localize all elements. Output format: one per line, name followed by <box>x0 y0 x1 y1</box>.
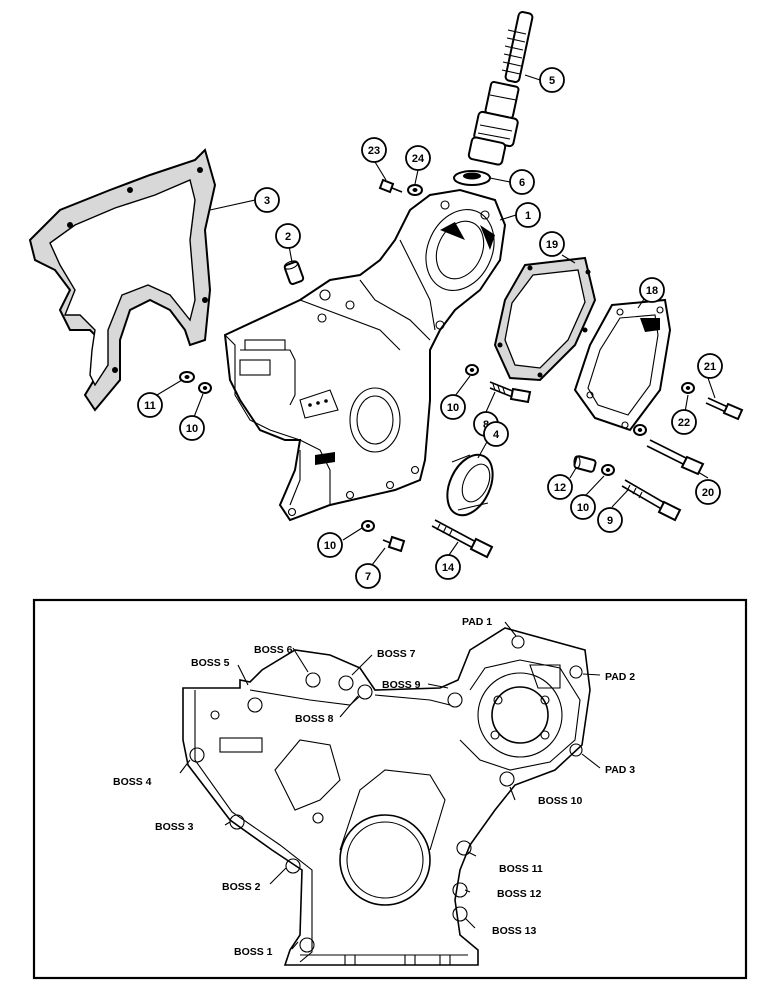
callout-6: 6 <box>509 169 535 195</box>
label-boss-10: BOSS 10 <box>538 795 583 807</box>
callout-19: 19 <box>539 231 565 257</box>
callout-23-text: 23 <box>368 145 380 157</box>
callout-3-text: 3 <box>264 195 270 207</box>
callout-3: 3 <box>254 187 280 213</box>
callout-10-right-text: 10 <box>577 502 589 514</box>
callout-4: 4 <box>483 421 509 447</box>
callout-5-text: 5 <box>549 75 555 87</box>
callout-1-text: 1 <box>525 210 531 222</box>
pump-bore <box>491 686 549 744</box>
callout-4-text: 4 <box>493 429 500 441</box>
nut-22 <box>633 382 695 436</box>
label-boss-6: BOSS 6 <box>254 644 293 656</box>
crank-bore <box>339 814 431 906</box>
callout-2: 2 <box>275 223 301 249</box>
callout-6-text: 6 <box>519 177 525 189</box>
boss-pad-location-view: BOSS 1 BOSS 2 BOSS 3 BOSS 4 BOSS 5 BOSS … <box>32 598 748 980</box>
callout-11: 11 <box>137 392 163 418</box>
callout-18: 18 <box>639 277 665 303</box>
callout-12: 12 <box>547 474 573 500</box>
label-boss-8: BOSS 8 <box>295 713 334 725</box>
dowel-12 <box>573 455 597 473</box>
oil-seal <box>446 453 494 517</box>
callout-21-text: 21 <box>704 361 716 373</box>
label-pad-3: PAD 3 <box>605 764 635 776</box>
label-boss-3: BOSS 3 <box>155 821 194 833</box>
callout-10-right: 10 <box>570 494 596 520</box>
callout-9-text: 9 <box>607 515 613 527</box>
washer-10-middle <box>465 364 479 376</box>
bolt-23 <box>378 178 403 194</box>
label-pad-1: PAD 1 <box>462 616 492 628</box>
callout-10-middle: 10 <box>440 394 466 420</box>
callout-19-text: 19 <box>546 239 558 251</box>
callout-10-left: 10 <box>179 415 205 441</box>
label-boss-7: BOSS 7 <box>377 648 416 660</box>
sender-unit <box>467 11 534 166</box>
callout-20: 20 <box>695 479 721 505</box>
cover-outline <box>182 627 591 966</box>
front-cover-gasket <box>28 148 217 412</box>
label-boss-13: BOSS 13 <box>492 925 537 937</box>
washer-10-bottom <box>361 520 375 532</box>
bolt-8 <box>489 381 532 404</box>
label-boss-5: BOSS 5 <box>191 657 230 669</box>
callout-5: 5 <box>539 67 565 93</box>
bolt-14 <box>431 519 494 559</box>
callout-23: 23 <box>361 137 387 163</box>
callout-20-text: 20 <box>702 487 714 499</box>
callout-1: 1 <box>515 202 541 228</box>
dowel-pin <box>283 260 305 285</box>
callout-10-bottom-text: 10 <box>324 540 336 552</box>
callout-10-left-text: 10 <box>186 423 198 435</box>
pump-gasket <box>493 256 597 382</box>
callout-18-text: 18 <box>646 285 658 297</box>
label-boss-11: BOSS 11 <box>499 863 543 875</box>
label-boss-12: BOSS 12 <box>497 888 542 900</box>
label-boss-2: BOSS 2 <box>222 881 261 893</box>
callout-2-text: 2 <box>285 231 291 243</box>
bolt-7 <box>382 535 406 553</box>
callout-21: 21 <box>697 353 723 379</box>
nut-11 <box>179 371 195 383</box>
exploded-view: 5 6 1 23 24 2 3 19 18 11 10 10 8 4 10 7 … <box>28 11 744 589</box>
label-boss-9: BOSS 9 <box>382 679 421 691</box>
cover-plate <box>573 298 672 432</box>
washer-10-right <box>601 464 615 476</box>
timing-cover <box>223 188 507 522</box>
bolt-21 <box>705 397 744 421</box>
callout-8-text: 8 <box>483 419 489 431</box>
sealing-washer <box>453 170 491 186</box>
bolt-20 <box>646 439 705 476</box>
callout-14: 14 <box>435 554 461 580</box>
nut-24 <box>407 184 423 196</box>
callout-7-text: 7 <box>365 571 371 583</box>
callout-22-text: 22 <box>678 417 690 429</box>
callout-7: 7 <box>355 563 381 589</box>
callout-9: 9 <box>597 507 623 533</box>
callout-14-text: 14 <box>442 562 455 574</box>
bolt-9 <box>621 479 682 522</box>
label-boss-1: BOSS 1 <box>234 946 273 958</box>
washer-10-left <box>198 382 212 394</box>
callout-24: 24 <box>405 145 431 171</box>
callout-24-text: 24 <box>412 153 425 165</box>
label-boss-4: BOSS 4 <box>113 776 152 788</box>
detail-frame <box>32 598 748 980</box>
callout-22: 22 <box>671 409 697 435</box>
label-pad-2: PAD 2 <box>605 671 635 683</box>
callout-10-middle-text: 10 <box>447 402 459 414</box>
callout-10-bottom: 10 <box>317 532 343 558</box>
callout-11-text: 11 <box>144 400 156 412</box>
callout-12-text: 12 <box>554 482 566 494</box>
